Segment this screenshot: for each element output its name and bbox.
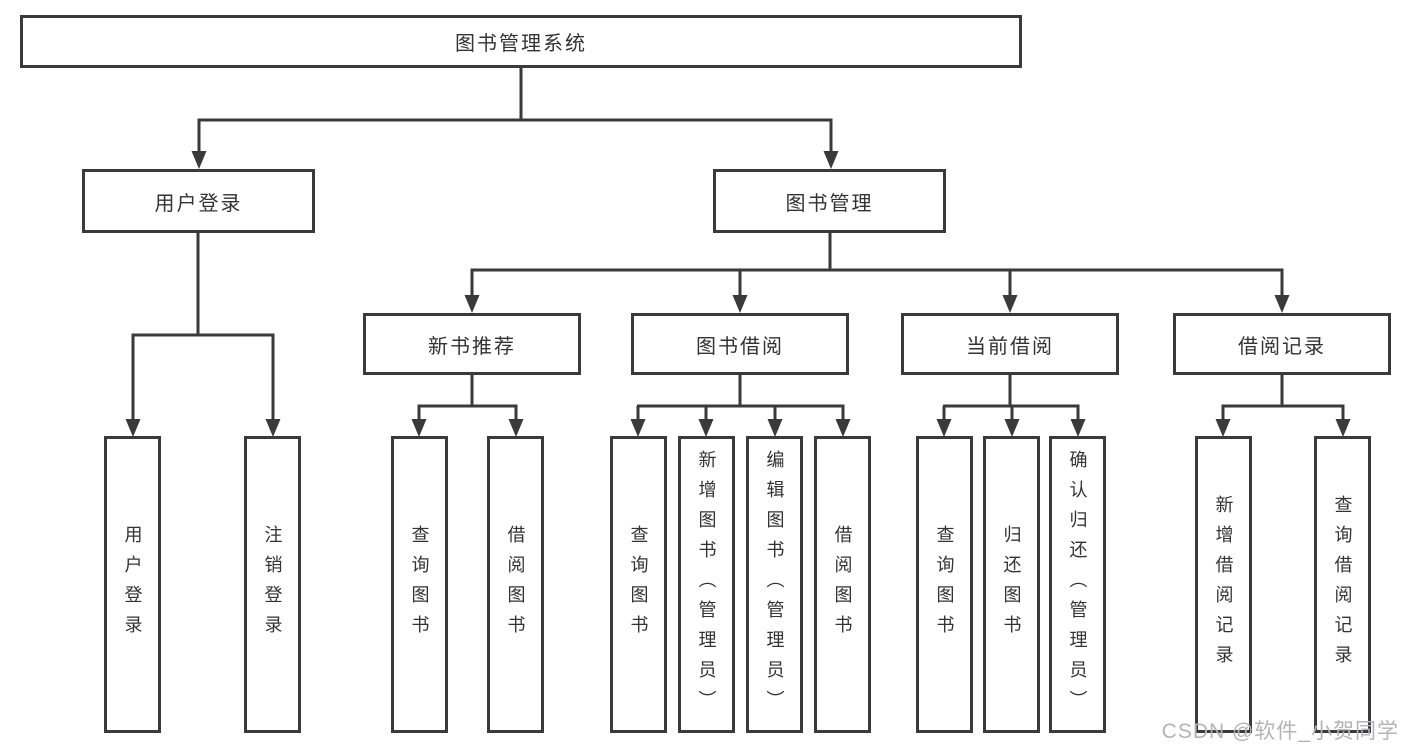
node-label: 查询借阅记录 (1332, 494, 1353, 675)
node-book-management-module: 图书管理 (713, 169, 946, 233)
leaf-confirm-return-admin: 确认归还（管理员） (1049, 436, 1106, 733)
node-label: 查询图书 (628, 524, 649, 645)
connector-root-to-level2 (197, 68, 833, 156)
node-label: 新增图书（管理员） (696, 449, 717, 720)
leaf-query-borrow-record: 查询借阅记录 (1314, 436, 1371, 733)
node-label: 借阅记录 (1238, 335, 1326, 358)
node-label: 图书管理 (785, 192, 874, 215)
connector-newbooks-to-leaves (417, 375, 518, 424)
node-label: 借阅图书 (832, 524, 853, 645)
leaf-return-books: 归还图书 (983, 436, 1040, 733)
connector-currentborrow-to-leaves (942, 375, 1080, 424)
node-label: 查询图书 (409, 524, 430, 645)
leaf-edit-book-admin: 编辑图书（管理员） (746, 436, 803, 733)
node-label: 新增借阅记录 (1213, 494, 1234, 675)
node-label: 用户登录 (122, 524, 143, 645)
leaf-add-book-admin: 新增图书（管理员） (678, 436, 735, 733)
node-label: 借阅图书 (505, 524, 526, 645)
node-label: 归还图书 (1001, 524, 1022, 645)
node-borrowing-records: 借阅记录 (1173, 313, 1391, 375)
node-book-borrowing: 图书借阅 (631, 313, 849, 375)
node-label: 新书推荐 (428, 335, 516, 358)
connector-userlogin-to-leaves (131, 233, 275, 424)
node-label: 图书管理系统 (455, 33, 587, 55)
node-user-login-module: 用户登录 (82, 169, 315, 233)
node-current-borrowing: 当前借阅 (901, 313, 1119, 375)
node-new-book-recommend: 新书推荐 (363, 313, 581, 375)
leaf-user-login: 用户登录 (104, 436, 161, 733)
connector-bookborrow-to-leaves (636, 375, 845, 424)
node-label: 查询图书 (934, 524, 955, 645)
csdn-watermark: CSDN @软件_小贺同学 (1161, 720, 1399, 743)
leaf-logout: 注销登录 (244, 436, 301, 733)
leaf-borrow-books-borrow: 借阅图书 (814, 436, 871, 733)
connector-bookmgmt-to-level3 (470, 233, 1284, 301)
node-label: 确认归还（管理员） (1067, 449, 1088, 720)
leaf-add-borrow-record: 新增借阅记录 (1195, 436, 1252, 733)
arrowheads (125, 151, 1351, 437)
leaf-query-books-borrow: 查询图书 (610, 436, 667, 733)
node-label: 图书借阅 (696, 335, 784, 358)
node-library-management-system: 图书管理系统 (20, 15, 1022, 68)
leaf-borrow-books-newbooks: 借阅图书 (487, 436, 544, 733)
connector-borrowrecords-to-leaves (1221, 375, 1345, 424)
node-label: 注销登录 (262, 524, 283, 645)
node-label: 当前借阅 (966, 335, 1054, 358)
leaf-query-books-newbooks: 查询图书 (391, 436, 448, 733)
node-label: 用户登录 (154, 192, 243, 215)
node-label: 编辑图书（管理员） (764, 449, 785, 720)
leaf-query-books-current: 查询图书 (916, 436, 973, 733)
